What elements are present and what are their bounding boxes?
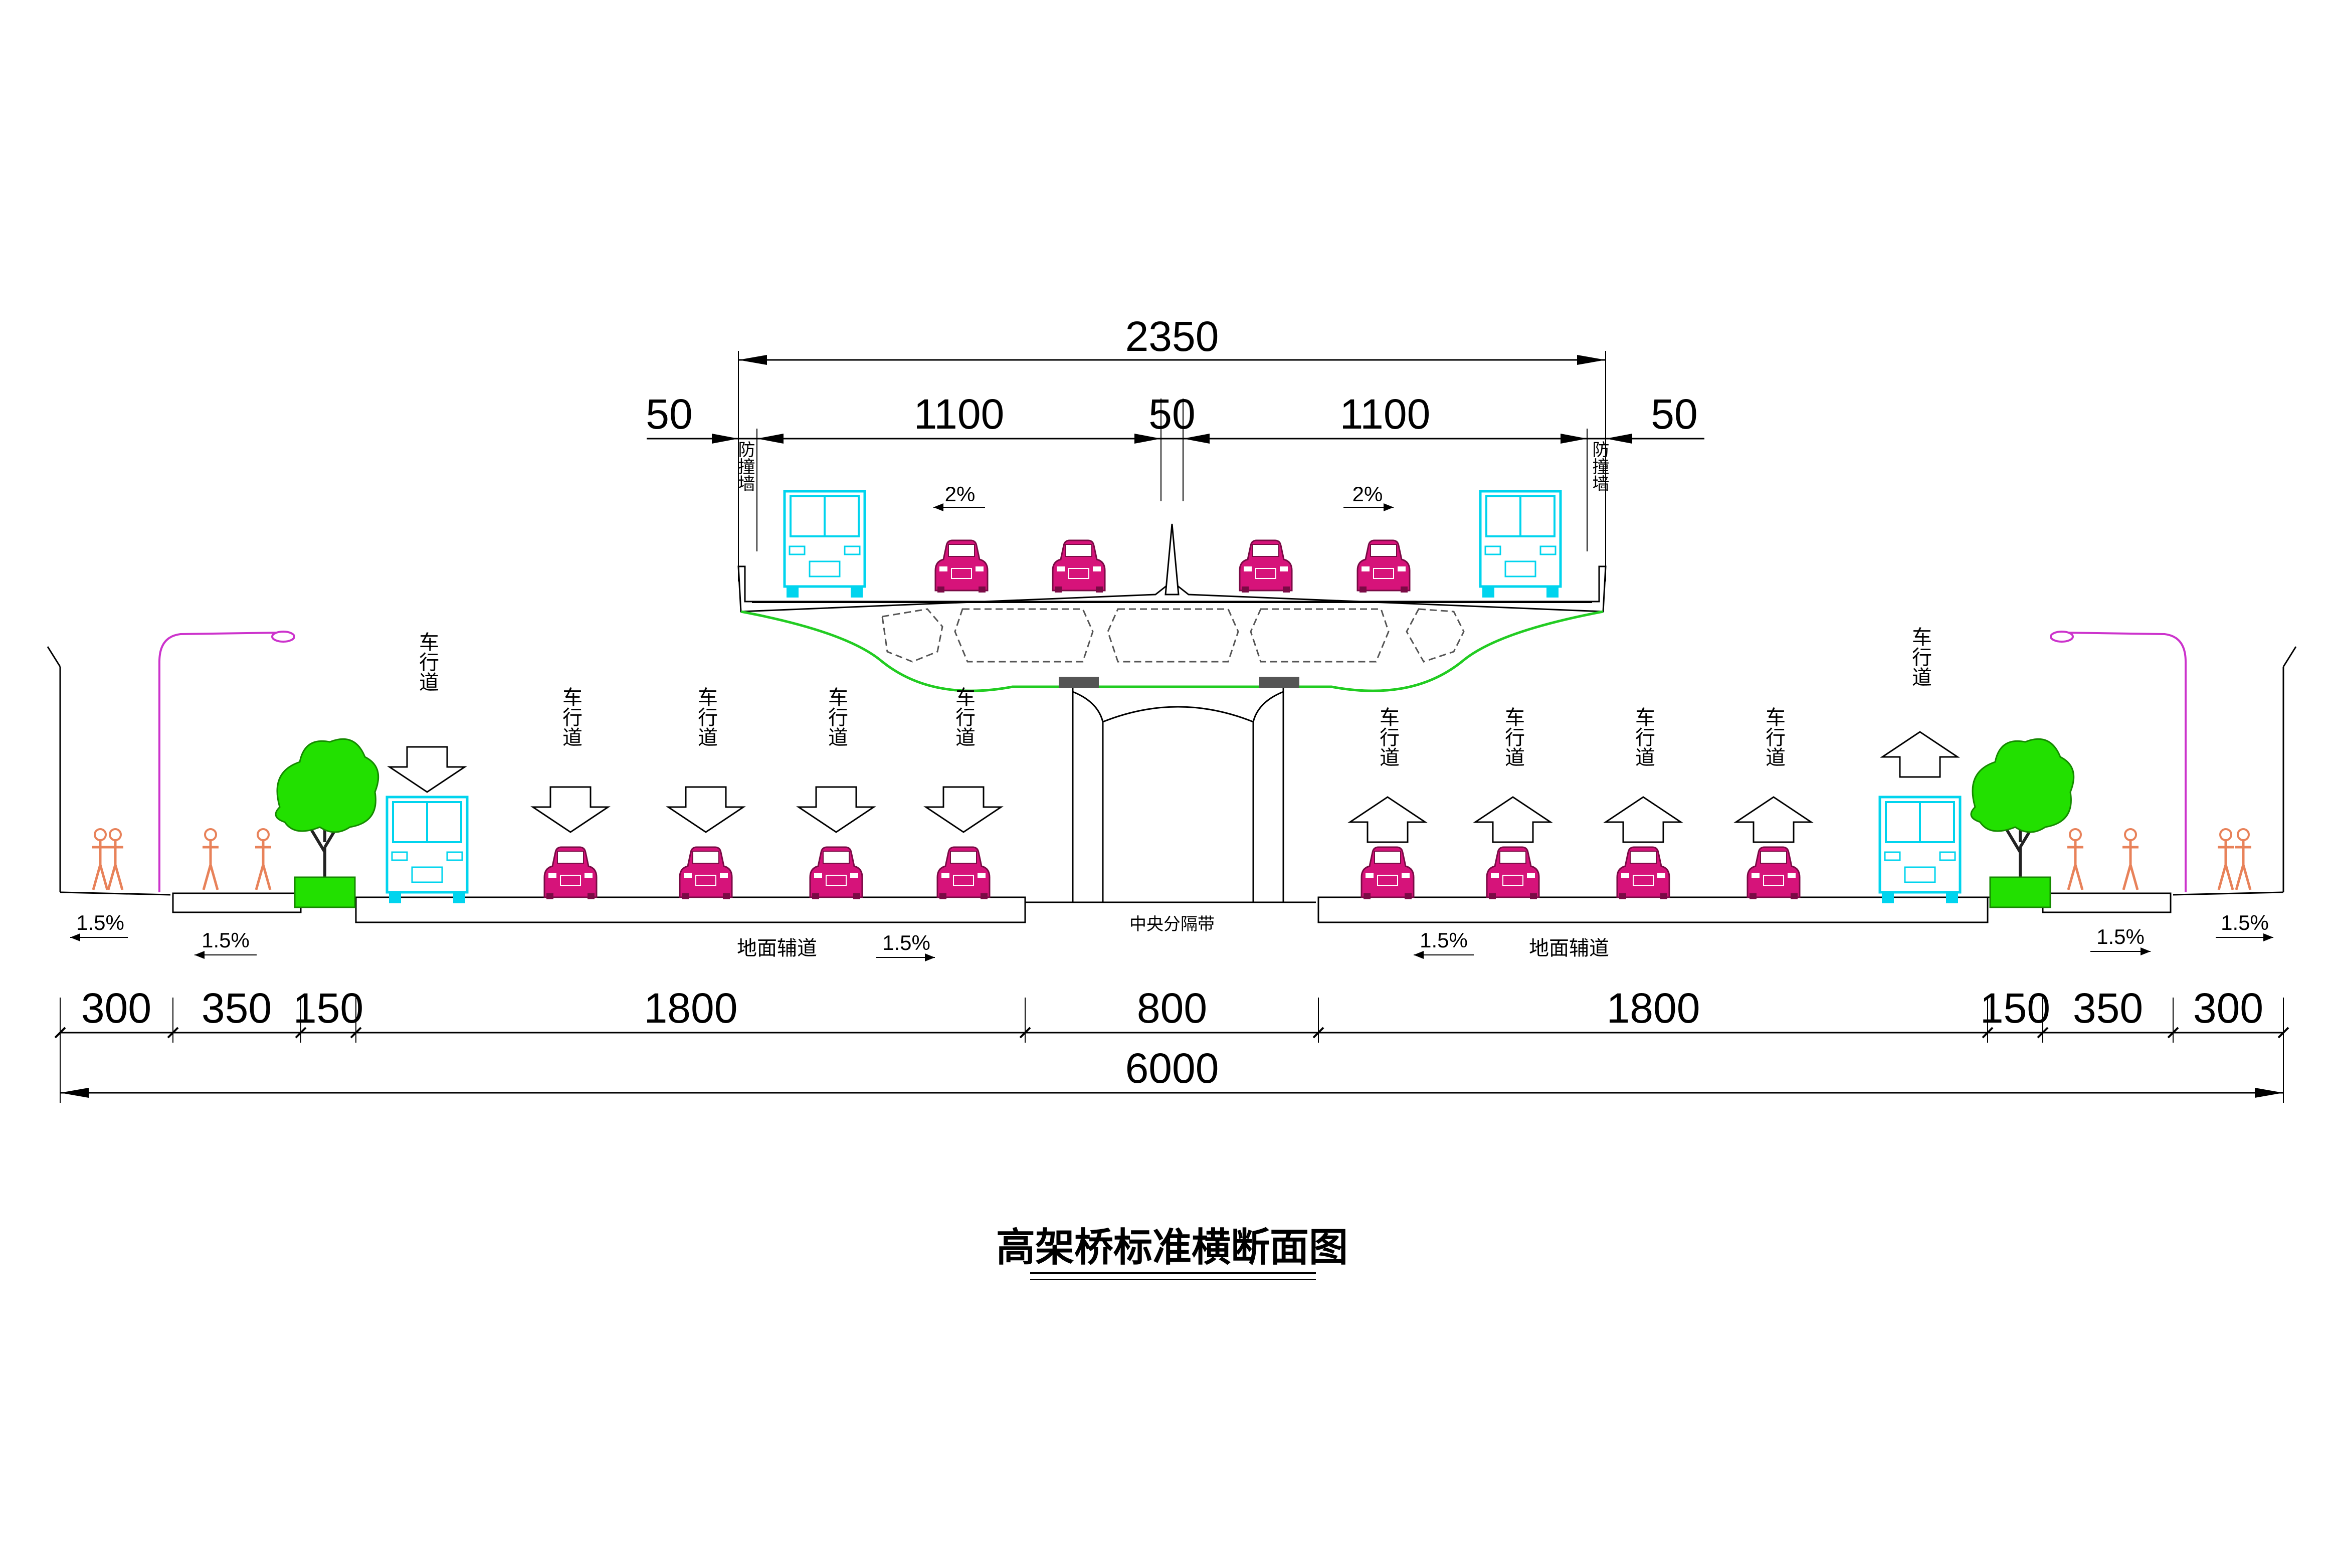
dim-bottom-5: 800 [1137,985,1207,1032]
road-slope-2: 1.5% [202,928,250,952]
lane-label-3: 车行道 [694,687,718,747]
dim-bottom-9: 300 [2193,985,2263,1032]
dim-bottom-4: 1800 [644,985,738,1032]
top-dimension-lines [647,351,1704,581]
drawing-title: 高架桥标准横断面图 [996,1225,1348,1270]
deck-slope-left: 2% [945,482,976,506]
dim-bottom-7: 150 [1980,985,2050,1032]
frontage-road-label-right: 地面辅道 [1529,937,1609,960]
pier [1059,677,1299,902]
lane-label-10: 车行道 [1908,627,1932,687]
crash-barrier-label-right: 防撞墙 [1589,441,1609,492]
lane-label-6: 车行道 [1376,707,1400,767]
elevated-deck [737,523,1607,692]
dim-right-edge: 50 [1651,390,1697,438]
ground-road [47,646,2297,923]
street-lamp-right [2050,631,2187,892]
lane-label-7: 车行道 [1501,707,1525,767]
road-slope-6: 1.5% [2221,911,2269,934]
frontage-road-label-left: 地面辅道 [737,937,817,960]
street-lamp-left [158,631,295,892]
deck-slope-right: 2% [1352,482,1383,506]
lane-label-9: 车行道 [1762,707,1786,767]
lane-label-8: 车行道 [1632,707,1655,767]
bottom-dimension-lines [54,998,2289,1103]
road-slope-markers [70,933,2273,961]
median-label: 中央分隔带 [1129,914,1215,934]
dim-total-top: 2350 [1125,313,1219,360]
dim-lane-right: 1100 [1340,390,1431,438]
dim-bottom-6: 1800 [1607,985,1700,1032]
lane-label-5: 车行道 [952,687,976,747]
dim-bottom-2: 350 [202,985,272,1032]
dim-bottom-3: 150 [293,985,363,1032]
dim-bottom-8: 350 [2073,985,2143,1032]
dim-bottom-1: 300 [81,985,151,1032]
road-slope-1: 1.5% [76,911,124,934]
road-slope-3: 1.5% [882,931,930,954]
dim-lane-left: 1100 [914,390,1005,438]
lane-label-2: 车行道 [559,687,582,747]
dim-center: 50 [1148,390,1195,438]
dim-bottom-total: 6000 [1125,1045,1219,1092]
road-slope-4: 1.5% [1420,928,1468,952]
lane-label-4: 车行道 [825,687,848,747]
crash-barrier-label-left: 防撞墙 [735,441,755,492]
lane-label-1: 车行道 [416,632,439,692]
dim-left-edge: 50 [646,390,692,438]
road-slope-5: 1.5% [2096,925,2145,948]
